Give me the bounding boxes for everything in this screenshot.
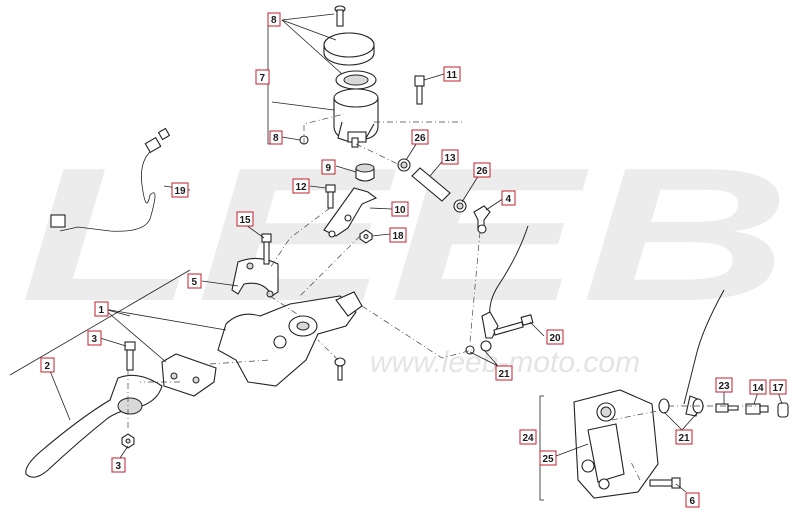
svg-text:15: 15 <box>240 215 252 226</box>
reservoir-hose <box>411 167 451 202</box>
bleed-nipple <box>715 403 739 413</box>
svg-text:5: 5 <box>192 277 198 288</box>
callout-1[interactable]: 1 <box>94 301 109 317</box>
svg-text:3: 3 <box>116 461 122 472</box>
reservoir-bracket <box>323 187 378 238</box>
caliper-mount-bolt <box>649 477 681 489</box>
svg-text:6: 6 <box>690 496 696 507</box>
brake-lever <box>25 374 163 478</box>
bleed-cap <box>777 402 789 418</box>
svg-text:21: 21 <box>679 433 691 444</box>
reservoir-outlet <box>351 137 359 148</box>
svg-text:14: 14 <box>753 383 765 394</box>
master-cylinder-body <box>217 291 363 387</box>
callout-24[interactable]: 24 <box>519 429 537 445</box>
svg-text:24: 24 <box>523 433 535 444</box>
svg-text:26: 26 <box>477 166 489 177</box>
reservoir-cap <box>323 32 375 66</box>
callout-8-top[interactable]: 8 <box>267 12 281 27</box>
svg-text:17: 17 <box>773 383 785 394</box>
assembly-lines <box>127 113 760 481</box>
callout-19[interactable]: 19 <box>171 182 189 198</box>
callout-10[interactable]: 10 <box>391 201 409 217</box>
svg-text:12: 12 <box>296 182 308 193</box>
callout-6[interactable]: 6 <box>685 492 700 508</box>
reservoir-diaphragm <box>335 70 377 90</box>
master-cylinder-screw <box>334 357 346 381</box>
svg-text:11: 11 <box>447 70 458 81</box>
reservoir-body <box>333 88 379 143</box>
callout-20[interactable]: 20 <box>546 329 564 345</box>
svg-text:21: 21 <box>499 369 511 380</box>
svg-text:2: 2 <box>45 361 51 372</box>
callout-17[interactable]: 17 <box>769 379 787 395</box>
callout-26-lower[interactable]: 26 <box>473 162 491 178</box>
reservoir-rubber <box>355 163 375 182</box>
svg-text:8: 8 <box>273 133 279 144</box>
callout-15[interactable]: 15 <box>236 211 254 227</box>
bleed-screw <box>745 403 769 415</box>
svg-text:19: 19 <box>175 186 187 197</box>
callout-3-upper[interactable]: 3 <box>87 330 102 346</box>
callout-3-lower[interactable]: 3 <box>111 457 126 473</box>
hose-clamp-upper <box>397 158 411 172</box>
callout-14[interactable]: 14 <box>749 379 767 395</box>
bracket-bolt <box>325 184 336 209</box>
callout-4[interactable]: 4 <box>501 190 516 206</box>
callout-11[interactable]: 11 <box>443 66 461 82</box>
callout-7[interactable]: 7 <box>255 69 270 85</box>
svg-text:9: 9 <box>326 163 332 174</box>
svg-text:3: 3 <box>92 334 98 345</box>
banjo-bolt <box>493 314 534 336</box>
bracket-nut <box>359 229 373 244</box>
reservoir-cap-screw <box>334 5 346 27</box>
svg-text:10: 10 <box>395 205 407 216</box>
leader-lines <box>47 13 783 493</box>
svg-text:1: 1 <box>99 305 105 316</box>
handlebar-line <box>9 269 191 376</box>
svg-text:18: 18 <box>393 231 405 242</box>
callout-2[interactable]: 2 <box>40 357 55 373</box>
brake-light-switch-cable <box>50 127 171 232</box>
handlebar-clamp <box>231 257 279 298</box>
group-24-bracket <box>539 395 544 501</box>
lever-adjuster-bracket <box>161 353 217 397</box>
callout-9[interactable]: 9 <box>321 159 336 175</box>
callout-5[interactable]: 5 <box>187 273 202 289</box>
svg-text:23: 23 <box>719 381 731 392</box>
svg-text:7: 7 <box>260 73 266 84</box>
callout-26-upper[interactable]: 26 <box>411 129 429 145</box>
svg-text:25: 25 <box>543 454 555 465</box>
svg-text:13: 13 <box>445 153 457 164</box>
callout-25[interactable]: 25 <box>539 450 557 466</box>
callout-18[interactable]: 18 <box>389 227 407 243</box>
caliper-body <box>573 389 659 499</box>
hose-clamp-lower <box>453 199 467 213</box>
hose-elbow <box>473 205 491 234</box>
callout-8-bottom[interactable]: 8 <box>269 130 283 145</box>
svg-text:20: 20 <box>550 333 562 344</box>
callout-13[interactable]: 13 <box>441 149 459 165</box>
svg-text:4: 4 <box>506 194 512 205</box>
svg-text:26: 26 <box>415 133 427 144</box>
callout-21-left[interactable]: 21 <box>495 365 513 381</box>
lever-pivot-bolt <box>124 341 136 371</box>
reservoir-bolt <box>414 75 425 105</box>
svg-text:8: 8 <box>271 15 277 26</box>
callout-23[interactable]: 23 <box>715 377 733 393</box>
callout-21-right[interactable]: 21 <box>675 429 693 445</box>
clamp-bolt <box>261 233 272 265</box>
lever-pivot-nut <box>121 433 135 449</box>
callout-12[interactable]: 12 <box>292 178 310 194</box>
